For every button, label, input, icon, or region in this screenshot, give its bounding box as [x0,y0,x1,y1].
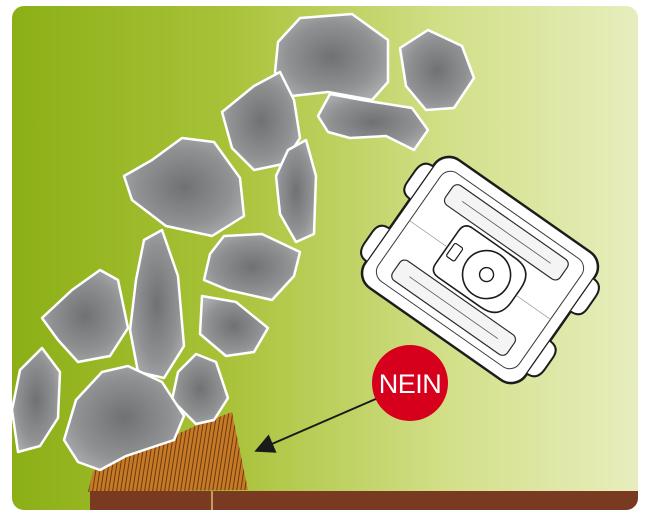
stone [122,136,246,238]
stone [10,346,62,454]
stepping-stones [10,12,476,472]
stone [128,228,186,380]
soil-strip [90,491,638,510]
stone [62,364,186,472]
stone [316,92,430,152]
pointing-arrow-icon [254,397,379,453]
stone [273,12,390,102]
warning-badge-circle [372,345,448,421]
stone [40,268,130,364]
warning-badge: NEIN [372,345,448,421]
warning-badge-label: NEIN [379,369,442,399]
stone [198,294,270,358]
stone [202,232,302,302]
stone [274,138,318,244]
robotic-lawn-mower-icon [360,155,600,385]
stone [398,28,476,112]
